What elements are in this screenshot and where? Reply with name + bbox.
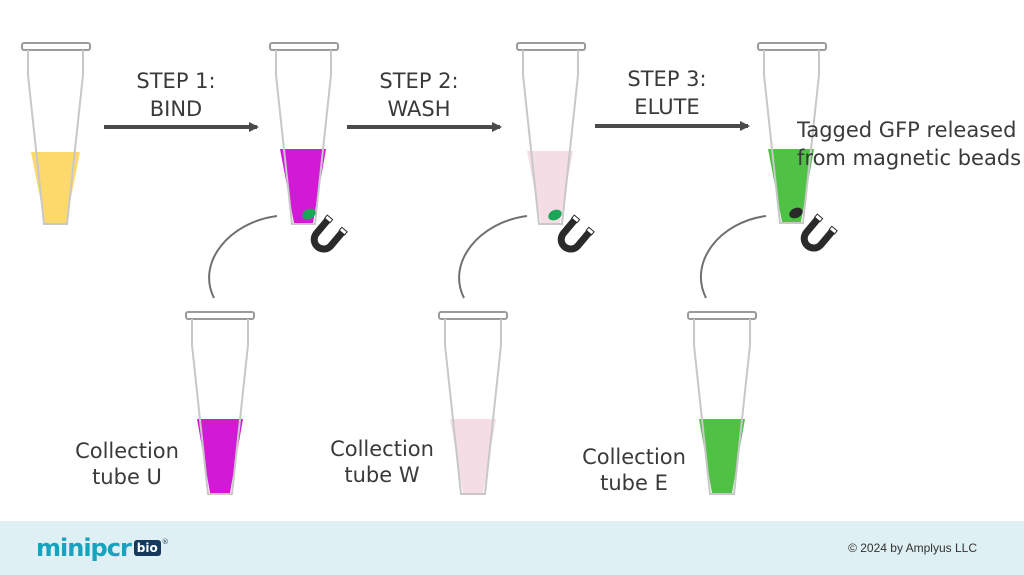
step-3-label: STEP 3: ELUTE [607,65,727,121]
collection-u-line-2: tube U [92,465,162,489]
gfp-release-annotation: Tagged GFP released from magnetic beads [797,116,1024,172]
logo-badge: bio [133,540,161,556]
minipcr-logo: minipcr bio ® [36,532,169,564]
registered-mark: ® [161,538,169,546]
step-2-label: STEP 2: WASH [359,67,479,123]
step-1-title: STEP 1: [136,69,216,93]
collection-tube-e [687,311,757,495]
magnet-icon [800,213,838,252]
collection-tube-e-label: Collection tube E [569,444,699,496]
magnet-icon [310,214,348,253]
annotation-line-2: from magnetic beads [797,146,1022,170]
collection-tube-u-label: Collection tube U [62,438,192,490]
magnetic-beads [302,208,316,220]
magnetic-beads [789,207,803,219]
sample-liquid [31,152,80,223]
collection-e-line-1: Collection [582,445,686,469]
elute-tube [757,42,827,224]
collection-u-line-1: Collection [75,439,179,463]
bind-liquid [280,149,326,223]
collection-tube-u [185,311,255,495]
step-3-name: ELUTE [634,95,700,119]
collection-w-line-2: tube W [344,463,420,487]
magnet-icon [557,214,595,253]
wash-tube [516,42,586,225]
pipette-transfer-curve [700,215,767,299]
sample-tube [21,42,91,225]
step-2-title: STEP 2: [379,69,459,93]
logo-wordmark: minipcr [36,534,132,562]
wash-liquid [527,151,573,223]
copyright-text: © 2024 by Amplyus LLC [848,541,977,555]
collection-tube-w [438,311,508,495]
collection-tube-w-label: Collection tube W [317,436,447,488]
collection-e-line-2: tube E [600,471,668,495]
purification-diagram [21,42,838,495]
elute-liquid [768,149,814,222]
bind-tube [269,42,339,225]
step-1-name: BIND [149,97,203,121]
step-2-name: WASH [387,97,451,121]
magnetic-beads [548,209,562,221]
step-1-label: STEP 1: BIND [116,67,236,123]
pipette-transfer-curve [208,215,278,299]
footer-bar: minipcr bio ® © 2024 by Amplyus LLC [0,521,1024,575]
pipette-transfer-curve [458,215,528,299]
step-3-title: STEP 3: [627,67,707,91]
annotation-line-1: Tagged GFP released [797,118,1017,142]
collection-w-line-1: Collection [330,437,434,461]
